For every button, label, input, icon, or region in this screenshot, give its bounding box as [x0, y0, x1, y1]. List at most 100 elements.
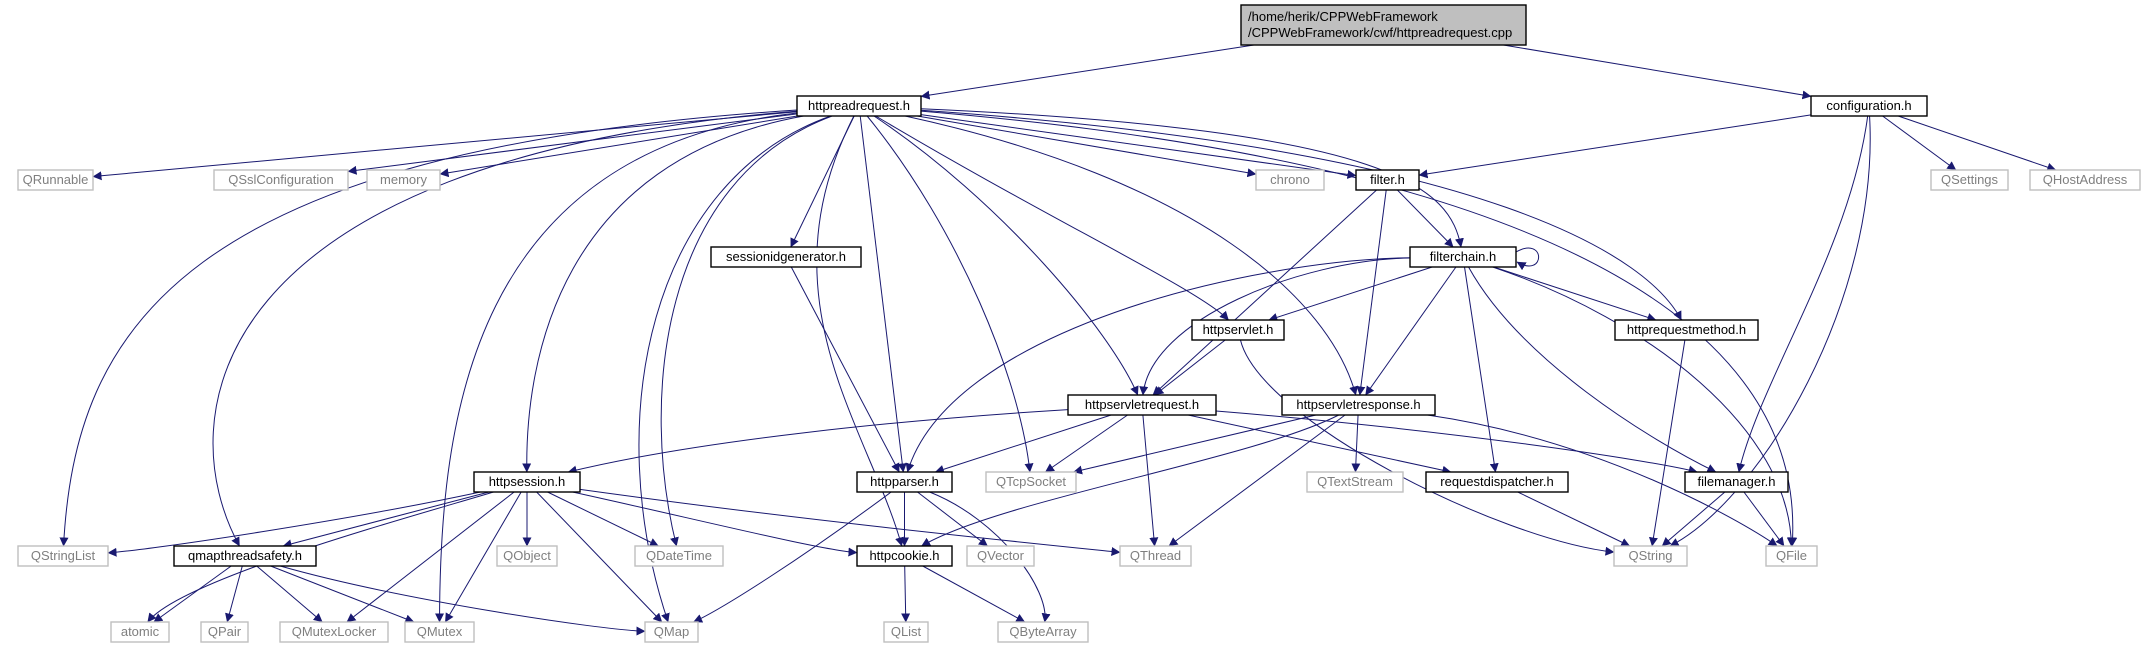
node-box: [1614, 319, 1759, 341]
edge-httpservletrequest_h-to-requestdispatcher_h: [1187, 414, 1452, 475]
node-label: /home/herik/CPPWebFramework: [1248, 9, 1438, 24]
node-box: [985, 471, 1077, 493]
node-root[interactable]: /home/herik/CPPWebFramework/CPPWebFramew…: [1240, 4, 1527, 46]
node-httpreadrequest-h[interactable]: httpreadrequest.h: [796, 95, 922, 117]
node-httpservletresponse-h[interactable]: httpservletresponse.h: [1281, 394, 1436, 416]
node-box: [1765, 545, 1818, 567]
node-sessionidgenerator-h[interactable]: sessionidgenerator.h: [710, 246, 862, 268]
node-label: httpservletresponse.h: [1296, 397, 1420, 412]
node-label: QTextStream: [1317, 474, 1393, 489]
edge-filterchain_h-to-requestdispatcher_h: [1464, 266, 1499, 473]
edge-configuration_h-to-QString: [1669, 115, 1871, 547]
node-label: QRunnable: [23, 172, 89, 187]
node-QByteArray: QByteArray: [997, 621, 1089, 643]
edge-requestdispatcher_h-to-QString: [1517, 491, 1631, 547]
node-box: [473, 471, 581, 493]
node-box: [883, 621, 929, 643]
node-box: [366, 169, 441, 191]
edge-configuration_h-to-filter_h: [1418, 114, 1812, 179]
node-filterchain-h[interactable]: filterchain.h: [1409, 246, 1517, 268]
edge-qmapthreadsafety_h-to-QMutexLocker: [256, 565, 323, 623]
edge-root-to-httpreadrequest_h: [920, 44, 1255, 100]
node-label: QFile: [1776, 548, 1807, 563]
node-box: [110, 621, 170, 643]
node-box: [1119, 545, 1192, 567]
edge-qmapthreadsafety_h-to-QMap: [280, 565, 646, 636]
edge-httpreadrequest_h-to-memory: [439, 115, 798, 178]
edge-filemanager_h-to-QString: [1661, 491, 1726, 547]
edge-httpreadrequest_h-to-QMutex: [435, 112, 798, 623]
edge-filter_h-to-filterchain_h: [1396, 189, 1454, 248]
node-box: [1613, 545, 1688, 567]
node-box: [1355, 169, 1420, 191]
node-label: QString: [1628, 548, 1672, 563]
node-configuration-h[interactable]: configuration.h: [1810, 95, 1928, 117]
node-QString: QString: [1613, 545, 1688, 567]
node-label: /CPPWebFramework/cwf/httpreadrequest.cpp: [1248, 25, 1512, 40]
node-box: [966, 545, 1035, 567]
node-label: QStringList: [31, 548, 96, 563]
edge-configuration_h-to-filemanager_h: [1736, 115, 1869, 473]
dependency-nodes: /home/herik/CPPWebFramework/CPPWebFramew…: [17, 4, 2141, 643]
node-box: [200, 621, 249, 643]
node-filemanager-h[interactable]: filemanager.h: [1684, 471, 1789, 493]
node-box: [496, 545, 558, 567]
node-atomic: atomic: [110, 621, 170, 643]
edge-root-to-configuration_h: [1503, 44, 1812, 100]
edge-httpparser_h-to-QMap: [693, 491, 892, 623]
node-filter-h[interactable]: filter.h: [1355, 169, 1420, 191]
node-qmapthreadsafety-h[interactable]: qmapthreadsafety.h: [173, 545, 317, 567]
node-QSettings: QSettings: [1930, 169, 2009, 191]
node-label: requestdispatcher.h: [1440, 474, 1553, 489]
edge-httpreadrequest_h-to-httpservletrequest_h: [873, 115, 1139, 396]
node-QSslConfiguration: QSslConfiguration: [213, 169, 349, 191]
edge-filterchain_h-to-httprequestmethod_h: [1493, 266, 1657, 322]
edge-httpreadrequest_h-to-QFile: [920, 110, 1798, 547]
node-requestdispatcher-h[interactable]: requestdispatcher.h: [1425, 471, 1569, 493]
node-box: [213, 169, 349, 191]
node-box: [1930, 169, 2009, 191]
edge-httpsession_h-to-qmapthreadsafety_h: [282, 491, 490, 549]
node-QList: QList: [883, 621, 929, 643]
node-label: QByteArray: [1009, 624, 1077, 639]
node-label: configuration.h: [1826, 98, 1911, 113]
node-box: [1306, 471, 1404, 493]
node-box: [404, 621, 475, 643]
edge-httprequestmethod_h-to-QString: [1648, 339, 1686, 547]
edge-httpcookie_h-to-QByteArray: [922, 565, 1026, 623]
node-httpcookie-h[interactable]: httpcookie.h: [856, 545, 953, 567]
edge-httpreadrequest_h-to-QStringList: [59, 109, 798, 547]
node-QPair: QPair: [200, 621, 249, 643]
node-box: [1255, 169, 1325, 191]
edge-httpservletresponse_h-to-QThread: [1168, 414, 1346, 547]
edge-filterchain_h-to-httpservletresponse_h: [1365, 266, 1457, 396]
node-box: [1240, 4, 1527, 46]
edge-qmapthreadsafety_h-to-QMutex: [270, 565, 415, 624]
node-httprequestmethod-h[interactable]: httprequestmethod.h: [1614, 319, 1759, 341]
edge-httpsession_h-to-QDateTime: [547, 491, 659, 547]
node-httpservletrequest-h[interactable]: httpservletrequest.h: [1067, 394, 1217, 416]
node-httpservlet-h[interactable]: httpservlet.h: [1191, 319, 1285, 341]
node-QThread: QThread: [1119, 545, 1192, 567]
node-label: httpsession.h: [489, 474, 566, 489]
node-label: QPair: [208, 624, 242, 639]
edge-httpsession_h-to-httpcookie_h: [572, 491, 858, 557]
edge-httpparser_h-to-QVector: [917, 491, 988, 547]
edge-httpservletresponse_h-to-QTextStream: [1351, 414, 1361, 473]
edge-filter_h-to-httpservletrequest_h: [1152, 189, 1377, 396]
edge-httpservletrequest_h-to-QThread: [1142, 414, 1159, 547]
node-httpparser-h[interactable]: httpparser.h: [856, 471, 953, 493]
node-label: QThread: [1130, 548, 1181, 563]
edge-httpsession_h-to-QMutex: [444, 491, 522, 623]
node-httpsession-h[interactable]: httpsession.h: [473, 471, 581, 493]
node-box: [997, 621, 1089, 643]
edge-httpreadrequest_h-to-httprequestmethod_h: [920, 109, 1682, 321]
node-label: QMap: [654, 624, 689, 639]
node-label: filter.h: [1370, 172, 1405, 187]
node-box: [1191, 319, 1285, 341]
node-label: httpreadrequest.h: [808, 98, 910, 113]
edge-httpservletrequest_h-to-QTcpSocket: [1045, 414, 1128, 473]
node-QMutexLocker: QMutexLocker: [279, 621, 389, 643]
edge-httpservlet_h-to-QString: [1239, 339, 1615, 556]
